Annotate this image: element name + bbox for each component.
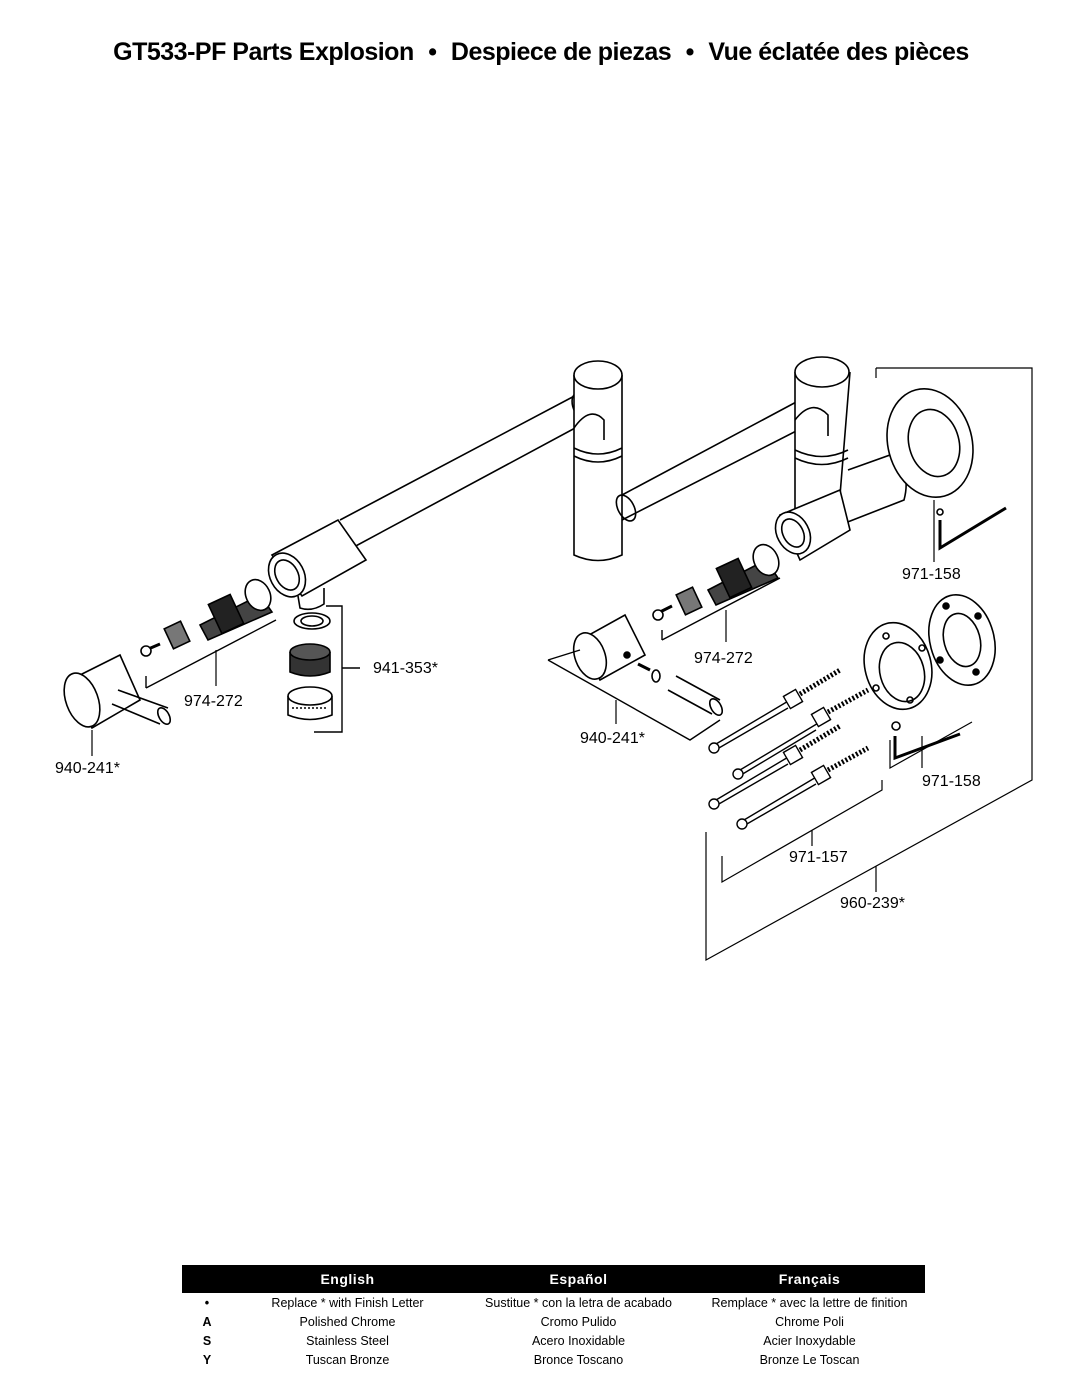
left-spout-elbow	[297, 588, 325, 611]
right-handle-bracket	[547, 649, 721, 741]
callout-aerator: 941-353*	[373, 660, 438, 677]
legend-french: Chrome Poli	[775, 1314, 844, 1329]
callout-left-handle: 940-241*	[55, 760, 120, 777]
left-arm-coupler	[267, 518, 368, 598]
left-screw	[140, 642, 161, 657]
legend-spanish: Acero Inoxidable	[531, 1333, 626, 1348]
title-separator: •	[428, 38, 437, 66]
hex-key-top	[936, 506, 1007, 551]
title-french: Vue éclatée des pièces	[708, 38, 969, 66]
left-adapter	[163, 620, 191, 650]
top-escutcheon	[886, 387, 974, 499]
legend-code: Y	[202, 1352, 212, 1367]
callout-right-cartridge: 974-272	[694, 650, 753, 667]
legend-row: • Replace * with Finish Letter Sustitue …	[182, 1293, 925, 1312]
callout-hex-key-top: 971-158	[902, 566, 961, 583]
aerator-insert	[289, 643, 331, 677]
legend-header-english: English	[320, 1271, 375, 1287]
aerator-housing	[287, 686, 333, 721]
left-cartridge-bracket	[145, 619, 277, 689]
legend-spanish: Sustitue * con la letra de acabado	[485, 1295, 672, 1310]
right-cartridge-bracket	[661, 577, 781, 641]
legend-code: A	[202, 1314, 212, 1329]
bolts-bracket	[721, 780, 883, 884]
right-arm-pipe	[615, 399, 809, 522]
right-cartridge	[706, 543, 780, 607]
legend-spanish: Cromo Pulido	[540, 1314, 617, 1329]
hex-key-bottom	[891, 721, 961, 761]
parts-explosion-diagram: 940-241* 974-272 941-353* 940-241* 974-2…	[55, 356, 1033, 962]
mounting-flange	[863, 621, 933, 711]
finish-legend-table: English Español Français • Replace * wit…	[182, 1265, 925, 1369]
legend-french: Remplace * avec la lettre de finition	[711, 1295, 908, 1310]
title-english: GT533-PF Parts Explosion	[113, 38, 414, 66]
left-handle	[63, 653, 172, 730]
legend-code: •	[204, 1295, 210, 1310]
right-handle-pin	[637, 662, 724, 716]
aerator-bracket	[314, 605, 360, 733]
left-cartridge	[198, 578, 274, 642]
right-adapter	[675, 586, 703, 616]
center-swivel-body	[573, 360, 623, 562]
right-swivel-body	[774, 356, 907, 562]
legend-row: Y Tuscan Bronze Bronce Toscano Bronze Le…	[182, 1350, 925, 1369]
bolts	[708, 667, 870, 830]
title-spanish: Despiece de piezas	[450, 38, 672, 66]
legend-french: Bronze Le Toscan	[759, 1352, 860, 1367]
right-handle	[572, 613, 647, 682]
legend-french: Acier Inoxydable	[763, 1333, 856, 1348]
callout-mount-kit: 960-239*	[840, 895, 905, 912]
legend-english: Replace * with Finish Letter	[271, 1295, 424, 1310]
mount-kit-bracket	[705, 367, 1033, 962]
left-arm-pipe	[339, 391, 595, 549]
callout-bolts: 971-157	[789, 849, 848, 866]
legend-header-french: Français	[778, 1271, 841, 1287]
legend-code: S	[202, 1333, 212, 1348]
aerator-washer	[293, 612, 331, 630]
callout-right-handle: 940-241*	[580, 730, 645, 747]
callout-left-cartridge: 974-272	[184, 693, 243, 710]
callout-hex-key-bottom: 971-158	[922, 773, 981, 790]
legend-english: Tuscan Bronze	[305, 1352, 390, 1367]
legend-english: Polished Chrome	[299, 1314, 396, 1329]
legend-header-spanish: Español	[549, 1271, 608, 1287]
page-title: GT533-PF Parts Explosion • Despiece de p…	[0, 38, 1082, 67]
legend-english: Stainless Steel	[306, 1333, 389, 1348]
legend-spanish: Bronce Toscano	[533, 1352, 624, 1367]
right-screw	[652, 604, 673, 621]
legend-row: A Polished Chrome Cromo Pulido Chrome Po…	[182, 1312, 925, 1331]
legend-header-row: English Español Français	[182, 1265, 925, 1293]
title-separator: •	[685, 38, 695, 66]
mounting-plate	[928, 594, 996, 686]
legend-row: S Stainless Steel Acero Inoxidable Acier…	[182, 1331, 925, 1350]
